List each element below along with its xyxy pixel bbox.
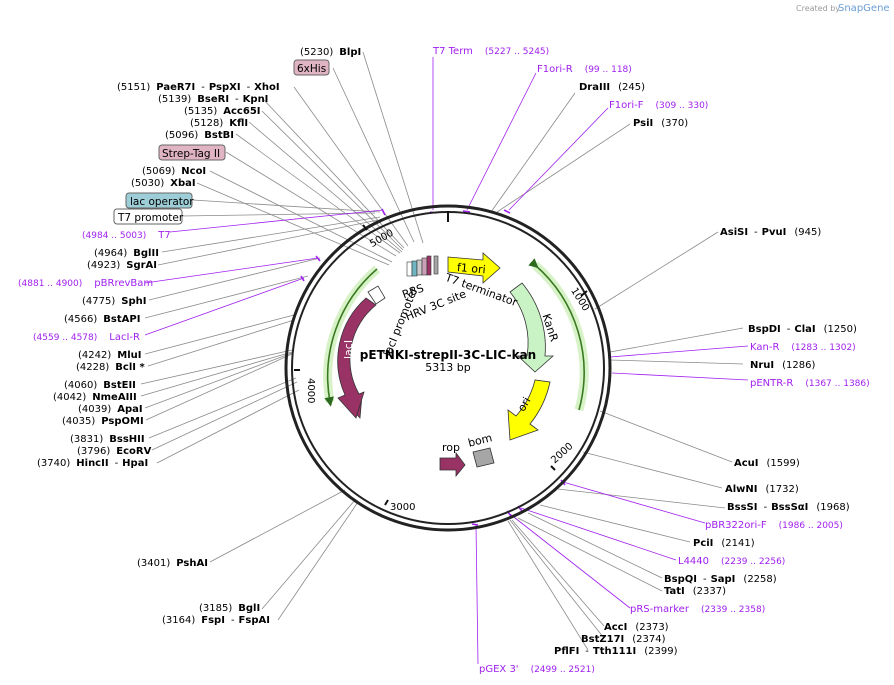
f1-ori-label: f1 ori [456,261,486,276]
plasmid-length: 5313 bp [425,361,470,374]
primer-pentr-r: pENTR-R(1367 .. 1386) [750,378,870,389]
site-ncoi: (5069)NcoI [142,166,206,177]
watermark-created-by: Created by [796,4,840,13]
primer-laci-r: (4559 .. 4578)LacI-R [33,332,140,343]
site-ecorv: (3796)EcoRV [77,446,152,457]
site-bseri: (5139)BseRI-KpnI [158,94,268,105]
boxed-label-6xhis: 6xHis [293,59,330,76]
boxed-label-t7-promoter: T7 promoter [113,208,184,225]
site-nrui: NruI(1286) [750,360,815,371]
feature-small-tags [406,255,439,277]
laci-label: lacI [342,340,355,359]
boxed-label-lac-operator: lac operator [125,192,194,209]
plasmid-name: pETNKI-strepII-3C-LIC-kan [360,348,536,362]
site-draiii: DraIII(245) [579,82,645,93]
primer-labels: T7 Term(5227 .. 5245) F1ori-R(99 .. 118)… [18,46,870,675]
svg-text:lac operator: lac operator [130,196,194,208]
primer-prs-marker: pRS-marker(2339 .. 2358) [630,604,765,615]
tick-label-3000: 3000 [390,502,415,513]
svg-text:6xHis: 6xHis [297,63,326,75]
site-alwni: AlwNI(1732) [725,484,799,495]
site-bcli: (4228)BclI * [76,362,145,373]
primer-t7-term: T7 Term(5227 .. 5245) [432,46,549,57]
site-bstz17i: BstZ17I(2374) [581,634,666,645]
site-bsshii: (3831)BssHII [70,434,145,445]
svg-text:Strep-Tag II: Strep-Tag II [162,148,220,160]
rbs-label: RBS [400,282,425,302]
feature-rop: rop [439,441,466,478]
site-pshai: (3401)PshAI [137,558,208,569]
primer-leader-lines [144,57,749,665]
site-mlui: (4242)MluI [78,350,141,361]
site-bgli: (3185)BglI [199,603,260,614]
tick-label-4000: 4000 [305,378,316,403]
site-sphi: (4775)SphI [82,296,146,307]
svg-text:T7 promoter: T7 promoter [117,212,184,224]
site-bstapi: (4566)BstAPI [64,314,140,325]
site-sgrai: (4923)SgrAI [87,260,157,271]
site-kfli: (5128)KflI [190,118,248,129]
site-hincii: (3740)HincII-HpaI [37,458,148,469]
rop-label: rop [442,441,460,454]
primer-pbr322ori-f: pBR322ori-F(1986 .. 2005) [705,520,843,531]
feature-laci: lacI [337,297,377,419]
leader-lines [140,51,744,651]
feature-bom: bom [467,431,495,468]
feature-f1-ori: f1 ori [447,252,501,284]
primer-l4440: L4440(2239 .. 2256) [678,556,785,567]
site-bsssi: BssSI-BssSαI(1968) [727,502,850,513]
site-bspqi: BspQI-SapI(2258) [664,574,777,585]
site-blpi: (5230)BlpI [300,47,361,58]
site-apai: (4039)ApaI [78,404,143,415]
site-fspi: (3164)FspI-FspAI [162,615,270,626]
snapgene-watermark: Created by SnapGene [796,3,890,14]
site-acc65i: (5135)Acc65I [184,106,261,117]
feature-kanr: KanR [509,282,561,373]
primer-f1ori-f: F1ori-F(309 .. 330) [609,100,708,111]
site-bglii: (4964)BglII [94,248,159,259]
site-asisi: AsiSI-PvuI(945) [720,227,821,238]
position-ticks [294,211,588,506]
bom-label: bom [467,431,494,450]
site-bstbi: (5096)BstBI [165,130,234,141]
feature-ori: ori [507,379,551,441]
boxed-label-strep-tag-ii: Strep-Tag II [158,144,226,161]
site-labels: (5230)BlpI (5151)PaeR7I-PspXI-XhoI (5139… [37,47,857,657]
primer-t7: (4984 .. 5003)T7 [82,230,171,241]
watermark-brand: SnapGene [838,3,890,14]
primer-pgex-3: pGEX 3'(2499 .. 2521) [479,664,595,675]
site-xbai: (5030)XbaI [131,178,196,189]
site-acci: AccI(2373) [604,622,669,633]
site-psii: PsiI(370) [633,118,688,129]
site-psp0mi: (4035)PspOMI [62,416,144,427]
site-pflfi: PflFI-Tth111I(2399) [554,646,678,657]
ori-label: ori [515,395,533,414]
primer-kan-r: Kan-R(1283 .. 1302) [750,342,856,353]
site-bspdi: BspDI-ClaI(1250) [748,324,857,335]
primer-f1ori-r: F1ori-R(99 .. 118) [537,64,632,75]
site-nmeaiii: (4042)NmeAIII [53,392,137,403]
feature-arcs-green [323,258,589,412]
site-tati: TatI(2337) [664,586,726,597]
site-acui: AcuI(1599) [734,458,800,469]
primer-pbrrevbam: (4881 .. 4900)pBRrevBam [18,278,153,289]
site-paer7i: (5151)PaeR7I-PspXI-XhoI [117,82,280,93]
site-pcii: PciI(2141) [693,538,755,549]
site-bsteii: (4060)BstEII [64,380,136,391]
